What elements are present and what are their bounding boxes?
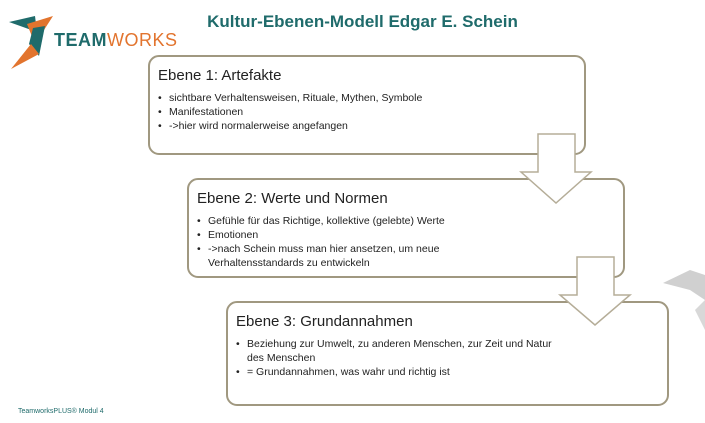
teamworks-logo: TEAMWORKS bbox=[5, 14, 178, 70]
logo-team: TEAM bbox=[54, 30, 107, 50]
bullet: Gefühle für das Richtige, kollektive (ge… bbox=[197, 214, 615, 228]
bullet: ->hier wird normalerweise angefangen bbox=[158, 119, 576, 133]
bullet: Beziehung zur Umwelt, zu anderen Mensche… bbox=[236, 337, 567, 365]
down-arrow-icon bbox=[557, 256, 633, 326]
bullet: = Grundannahmen, was wahr und richtig is… bbox=[236, 365, 659, 379]
level-heading: Ebene 3: Grundannahmen bbox=[236, 313, 413, 330]
bullet: Manifestationen bbox=[158, 105, 576, 119]
footer-text: TeamworksPLUS® Modul 4 bbox=[18, 408, 104, 415]
level-heading: Ebene 1: Artefakte bbox=[158, 67, 282, 84]
decorative-bird-icon bbox=[695, 300, 705, 330]
level-heading: Ebene 2: Werte und Normen bbox=[197, 190, 388, 207]
logo-works: WORKS bbox=[107, 30, 178, 50]
bird-logo-icon bbox=[9, 16, 53, 69]
bullet: ->nach Schein muss man hier ansetzen, um… bbox=[197, 242, 498, 270]
level-1-box: Ebene 1: Artefakte sichtbare Verhaltensw… bbox=[148, 55, 586, 155]
bullet: sichtbare Verhaltensweisen, Rituale, Myt… bbox=[158, 91, 576, 105]
page-title: Kultur-Ebenen-Modell Edgar E. Schein bbox=[207, 12, 518, 31]
decorative-bird-icon bbox=[663, 270, 705, 300]
bullet: Emotionen bbox=[197, 228, 615, 242]
down-arrow-icon bbox=[519, 133, 593, 205]
